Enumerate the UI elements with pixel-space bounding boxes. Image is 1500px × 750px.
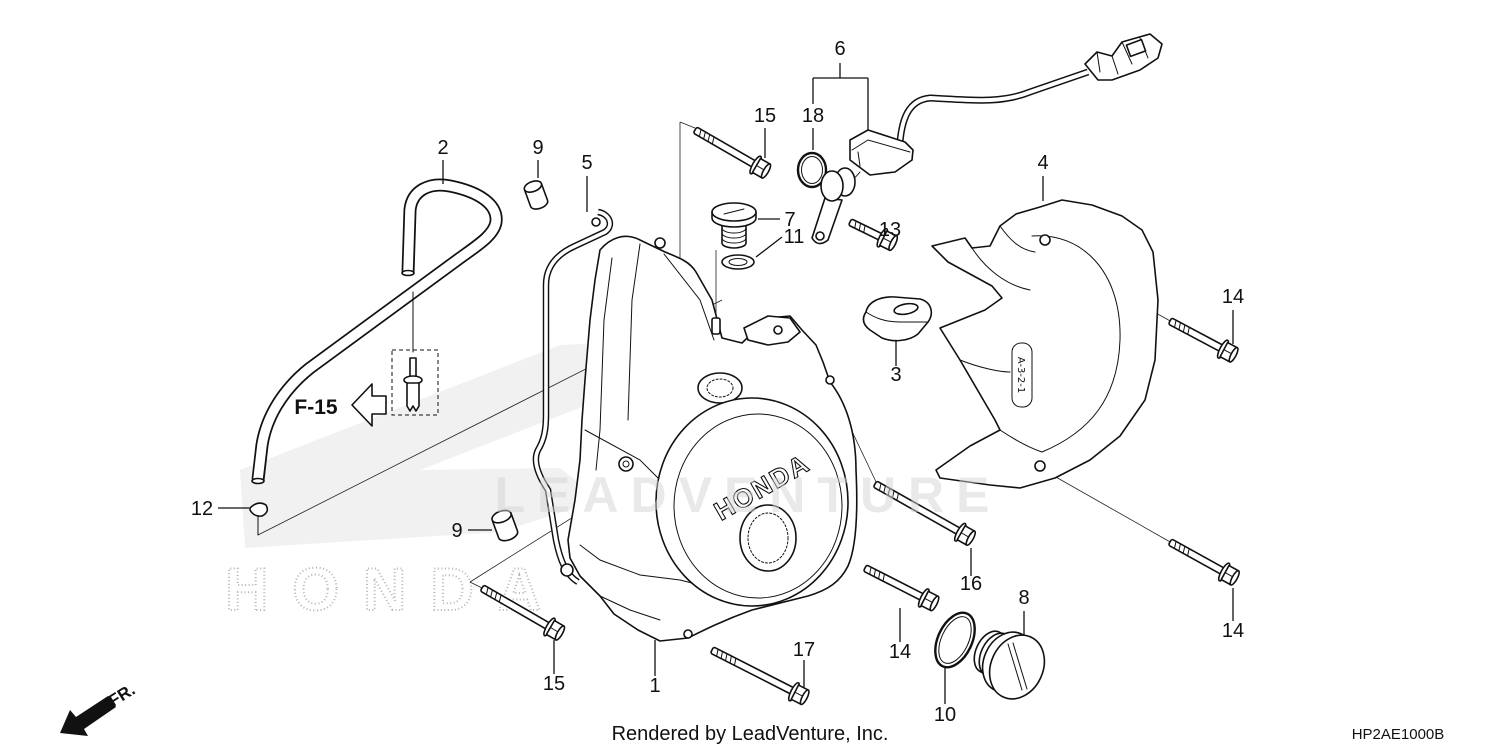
front-direction-indicator: FR. <box>60 680 139 736</box>
background-logo-text: HONDA <box>225 556 565 623</box>
callout-4: 4 <box>1037 152 1048 174</box>
dowel-pin-lower <box>491 509 519 542</box>
callouts: 6 15 18 2 9 5 4 7 13 11 14 3 12 9 16 8 1… <box>191 38 1244 726</box>
callout-15-bottom: 15 <box>543 673 565 695</box>
o-ring-10 <box>934 611 976 669</box>
left-crankcase-cover: HONDA <box>560 235 858 642</box>
callout-5: 5 <box>581 152 592 174</box>
washer-11 <box>721 254 755 270</box>
bolt-15-upper <box>693 126 772 179</box>
f15-reference: F-15 <box>294 383 387 427</box>
reference-label: F-15 <box>294 396 338 419</box>
bolt-16 <box>873 480 977 547</box>
bolt-17 <box>710 646 810 706</box>
callout-6: 6 <box>834 38 845 60</box>
callout-16: 16 <box>960 573 982 595</box>
callout-13: 13 <box>879 219 901 241</box>
callout-15-top: 15 <box>754 105 776 127</box>
grommet-3 <box>862 296 933 342</box>
callout-10: 10 <box>934 704 956 726</box>
cover-gasket <box>532 208 614 585</box>
o-ring-18 <box>796 151 828 189</box>
clip-12 <box>249 502 269 536</box>
sensor-assembly <box>811 33 1163 245</box>
breather-hose <box>251 178 503 485</box>
bolt-13 <box>848 218 899 252</box>
callout-14-lower-right: 14 <box>1222 620 1244 642</box>
callout-3: 3 <box>890 364 901 386</box>
callout-8: 8 <box>1018 587 1029 609</box>
arrow-left-outline-icon <box>351 383 387 427</box>
callout-18: 18 <box>802 105 824 127</box>
bolt-14-lower-right <box>1168 538 1240 586</box>
leader-lines <box>218 63 1234 704</box>
callout-9-top: 9 <box>532 137 543 159</box>
guard-marking: A-3-2-1 <box>1015 357 1026 394</box>
callout-11: 11 <box>784 226 805 248</box>
callout-14-center: 14 <box>889 641 911 663</box>
callout-2: 2 <box>437 137 448 159</box>
timing-hole-cap <box>973 630 1046 700</box>
callout-1: 1 <box>649 675 660 697</box>
diagram-code: HP2AE1000B <box>1352 726 1445 743</box>
bolt-15-lower <box>480 584 566 641</box>
callout-9-bottom: 9 <box>451 520 462 542</box>
callout-12: 12 <box>191 498 213 520</box>
callout-14-upper-right: 14 <box>1222 286 1244 308</box>
watermark: LEADVENTURE <box>494 467 1001 523</box>
render-credit: Rendered by LeadVenture, Inc. <box>612 723 889 745</box>
dowel-pin-upper <box>523 180 549 210</box>
bolt-14-center <box>863 564 940 612</box>
callout-17: 17 <box>793 639 815 661</box>
bolt-14-upper-right <box>1168 317 1239 363</box>
arrow-down-left-icon <box>60 696 116 736</box>
sprocket-guard: A-3-2-1 <box>931 199 1159 489</box>
hose-clip <box>391 291 439 416</box>
callout-7: 7 <box>784 209 795 231</box>
oil-filler-cap <box>711 202 757 249</box>
